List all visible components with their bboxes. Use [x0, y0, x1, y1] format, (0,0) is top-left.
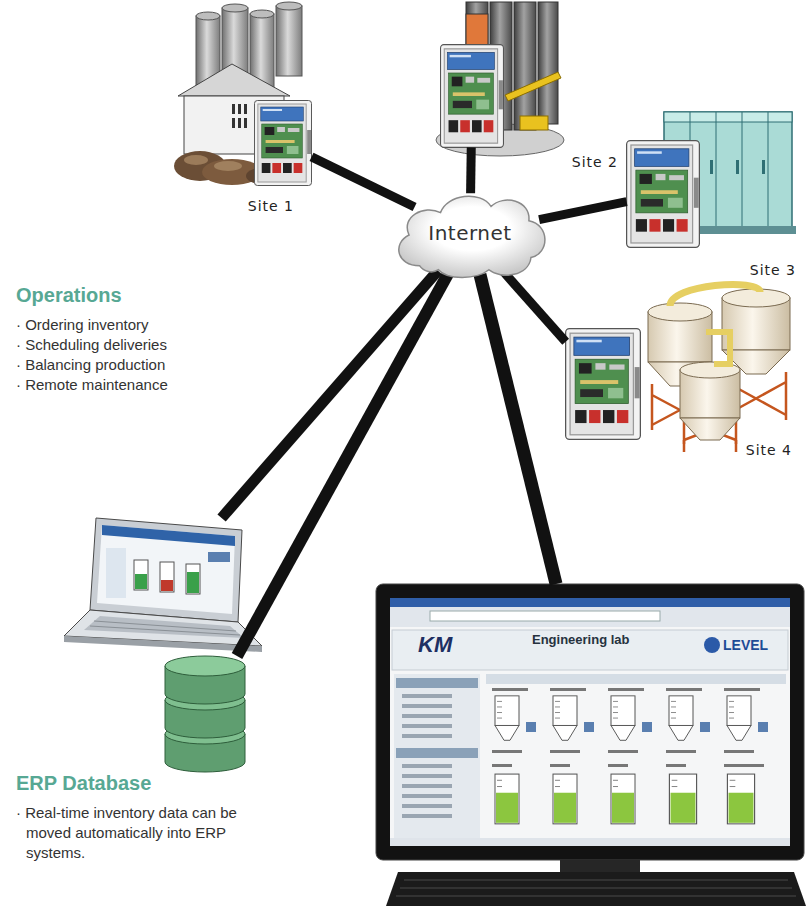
- site-label: Site 1: [248, 198, 294, 214]
- bullet-text: · Real-time inventory data can be moved …: [16, 803, 238, 863]
- control-panel: [627, 141, 700, 248]
- network-link: [237, 273, 448, 656]
- section-heading: Operations: [16, 284, 122, 307]
- network-link: [466, 147, 476, 193]
- site-2-plant: [436, 2, 564, 156]
- network-link: [480, 274, 556, 584]
- logo-text: KM: [418, 632, 452, 658]
- section-heading: ERP Database: [16, 772, 151, 795]
- bullet-text: · Scheduling deliveries: [16, 335, 167, 355]
- internet-cloud: Internet: [388, 186, 552, 282]
- monitor-illustration: [376, 584, 804, 860]
- laptop-illustration: [64, 518, 262, 652]
- site-label: Site 4: [746, 442, 792, 458]
- site-label: Site 2: [572, 154, 618, 170]
- screen-title: Engineering lab: [532, 632, 630, 647]
- site-node: Site 4: [558, 286, 802, 462]
- site-label: Site 3: [750, 262, 796, 278]
- site-4-plant: [648, 284, 790, 452]
- control-panel: [254, 101, 311, 186]
- operations-station: Operations · Ordering inventory· Scheduli…: [10, 278, 300, 654]
- site-node: Site 3: [622, 106, 802, 282]
- site-node: Site 1: [168, 4, 318, 218]
- control-panel: [441, 45, 504, 148]
- network-link: [502, 271, 565, 342]
- logo-text: LEVEL: [723, 637, 768, 653]
- monitor-workstation: Engineering lab: [374, 582, 806, 906]
- network-link: [312, 157, 415, 207]
- site-node: Site 2: [432, 0, 622, 174]
- network-label: Internet: [428, 221, 511, 245]
- bullet-text: · Remote maintenance: [16, 375, 168, 395]
- erp-database: ERP Database · Real-time inventory data c…: [10, 660, 306, 882]
- control-panel: [566, 329, 641, 440]
- database-icon: [165, 656, 245, 772]
- network-link: [539, 202, 627, 220]
- bullet-text: · Balancing production: [16, 355, 165, 375]
- bullet-text: · Ordering inventory: [16, 315, 149, 335]
